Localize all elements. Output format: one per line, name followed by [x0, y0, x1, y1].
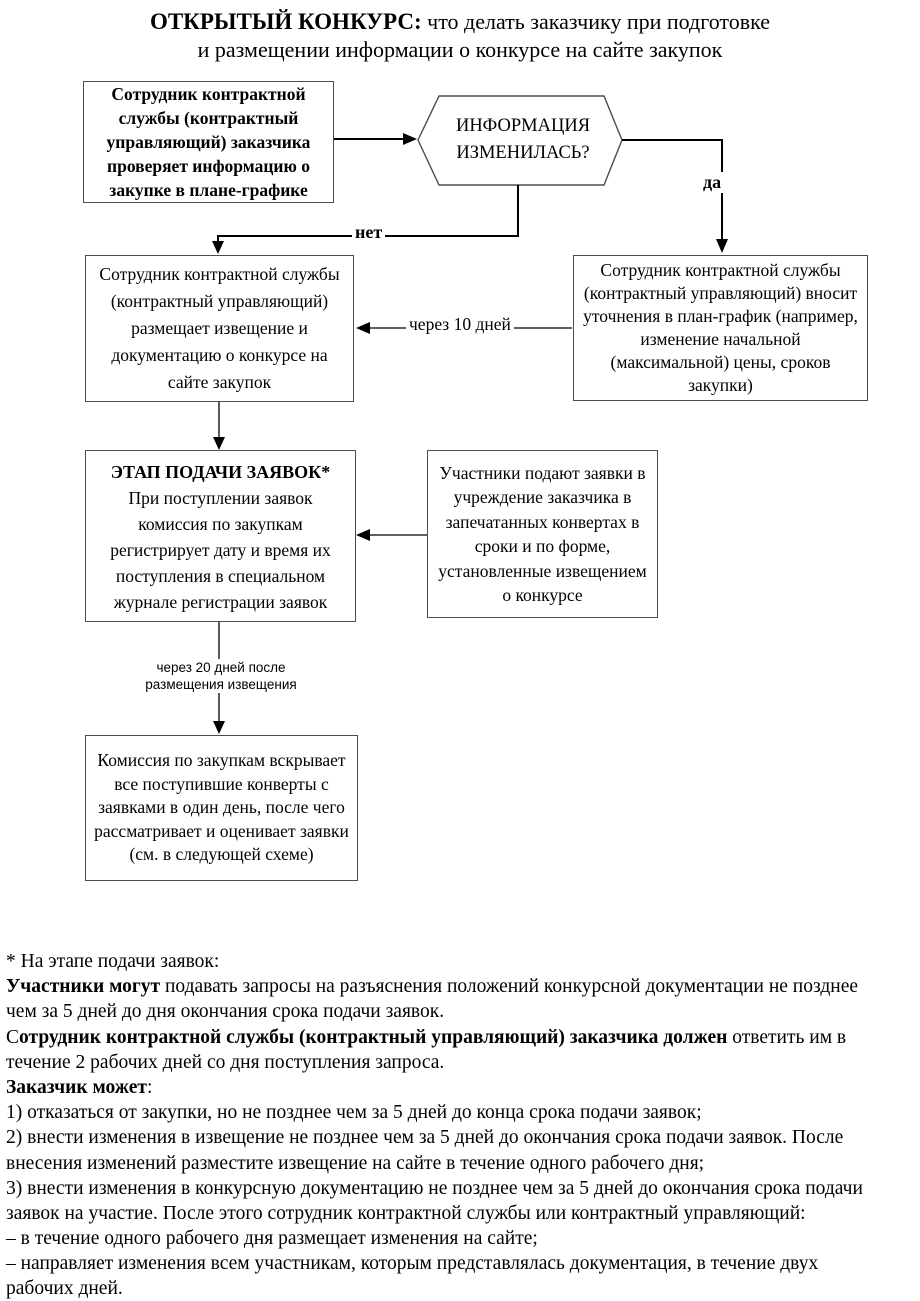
footnote-line: чем за 5 дней до дня окончания срока под… [6, 999, 918, 1024]
commission-text: Комиссия по закупкам вскрывает все посту… [94, 750, 349, 865]
arrowhead-yes [716, 239, 728, 253]
check-plan-box: Сотрудник контрактной службы (контрактны… [83, 81, 334, 203]
footnote-line: 3) внести изменения в конкурсную докумен… [6, 1176, 918, 1201]
footnote-segment: чем за 5 дней до дня окончания срока под… [6, 1001, 445, 1023]
page-title-bold: ОТКРЫТЫЙ КОНКУРС: [149, 9, 422, 34]
footnote-line: течение 2 рабочих дней со дня поступлени… [6, 1050, 918, 1075]
footnote-segment: – направляет изменения всем участникам, … [6, 1253, 819, 1275]
page-title-rest: что делать заказчику при подготовке [421, 9, 771, 34]
commission-box: Комиссия по закупкам вскрывает все посту… [85, 735, 358, 881]
participants-box: Участники подают заявки в учреждение зак… [427, 450, 658, 618]
update-plan-text: Сотрудник контрактной службы (контрактны… [583, 260, 858, 395]
page-title: ОТКРЫТЫЙ КОНКУРС: что делать заказчику п… [0, 8, 920, 64]
footnote-segment: С [6, 1026, 20, 1048]
application-stage-title: ЭТАП ПОДАЧИ ЗАЯВОК* [110, 462, 331, 482]
publish-notice-box: Сотрудник контрактной службы (контрактны… [85, 255, 354, 402]
update-plan-box: Сотрудник контрактной службы (контрактны… [573, 255, 868, 401]
application-stage-box: ЭТАП ПОДАЧИ ЗАЯВОК* При поступлении заяв… [85, 450, 356, 622]
after-20-days-line2: размещения извещения [145, 677, 297, 692]
decision-line1: ИНФОРМАЦИЯ [455, 116, 591, 136]
decision-label: ИНФОРМАЦИЯ ИЗМЕНИЛАСЬ? [438, 100, 608, 180]
arrowhead-update-to-publish [356, 322, 370, 334]
after-10-days-label: через 10 дней [406, 314, 514, 335]
arrowhead-check-to-decision [403, 133, 417, 145]
footnote-line: внесения изменений разместите извещение … [6, 1151, 918, 1176]
footnote-bold-segment: Участники могут [6, 976, 161, 998]
footnote-line: Заказчик может: [6, 1075, 918, 1100]
arrowhead-publish-to-stage [213, 437, 225, 450]
footnote-line: 2) внести изменения в извещение не поздн… [6, 1125, 918, 1150]
footnote-bold-segment: Заказчик может [6, 1076, 147, 1098]
footnote-segment: ответить им в [727, 1026, 847, 1048]
arrowhead-no [212, 241, 224, 254]
footnote-bold-segment: отрудник контрактной службы (контрактный… [19, 1026, 728, 1048]
footnote: * На этапе подачи заявок:Участники могут… [6, 949, 918, 1301]
footnote-segment: * На этапе подачи заявок: [6, 951, 220, 972]
after-20-days-line1: через 20 дней после [156, 660, 286, 675]
footnote-segment: подавать запросы на разъяснения положени… [160, 976, 859, 998]
decision-line2: ИЗМЕНИЛАСЬ? [456, 143, 590, 163]
footnote-line: Участники могут подавать запросы на разъ… [6, 974, 918, 999]
connector-yes [622, 139, 723, 239]
footnote-segment: заявок на участие. После этого сотрудник… [6, 1202, 806, 1224]
flow-connectors [212, 95, 728, 734]
publish-notice-text: Сотрудник контрактной службы (контрактны… [99, 264, 340, 392]
footnote-line: заявок на участие. После этого сотрудник… [6, 1201, 918, 1226]
participants-text: Участники подают заявки в учреждение зак… [438, 462, 647, 606]
footnote-segment: 3) внести изменения в конкурсную докумен… [6, 1177, 863, 1199]
footnote-line: рабочих дней. [6, 1276, 918, 1301]
footnote-segment: – в течение одного рабочего дня размещае… [6, 1228, 538, 1250]
check-plan-text: Сотрудник контрактной службы (контрактны… [106, 84, 311, 200]
footnote-segment: 1) отказаться от закупки, но не позднее … [6, 1102, 702, 1124]
after-20-days-label: через 20 дней после размещения извещения [135, 659, 307, 693]
footnote-line: 1) отказаться от закупки, но не позднее … [6, 1100, 918, 1125]
yes-branch-label: да [700, 172, 725, 193]
footnote-line: – в течение одного рабочего дня размещае… [6, 1226, 918, 1251]
arrowhead-participants-to-stage [356, 529, 370, 541]
footnote-line: Сотрудник контрактной службы (контрактны… [6, 1025, 918, 1050]
no-branch-label: нет [352, 222, 386, 243]
application-stage-text: При поступлении заявок комиссия по закуп… [110, 488, 331, 612]
arrowhead-stage-to-commission [213, 721, 225, 734]
footnote-segment: рабочих дней. [6, 1278, 123, 1300]
footnote-line: * На этапе подачи заявок: [6, 949, 918, 974]
footnote-segment: 2) внести изменения в извещение не поздн… [6, 1127, 844, 1149]
footnote-line: – направляет изменения всем участникам, … [6, 1251, 918, 1276]
footnote-segment: течение 2 рабочих дней со дня поступлени… [6, 1051, 445, 1073]
footnote-segment: : [146, 1076, 153, 1098]
footnote-segment: внесения изменений разместите извещение … [6, 1152, 705, 1174]
page-title-line2: и размещении информации о конкурсе на са… [197, 37, 723, 62]
